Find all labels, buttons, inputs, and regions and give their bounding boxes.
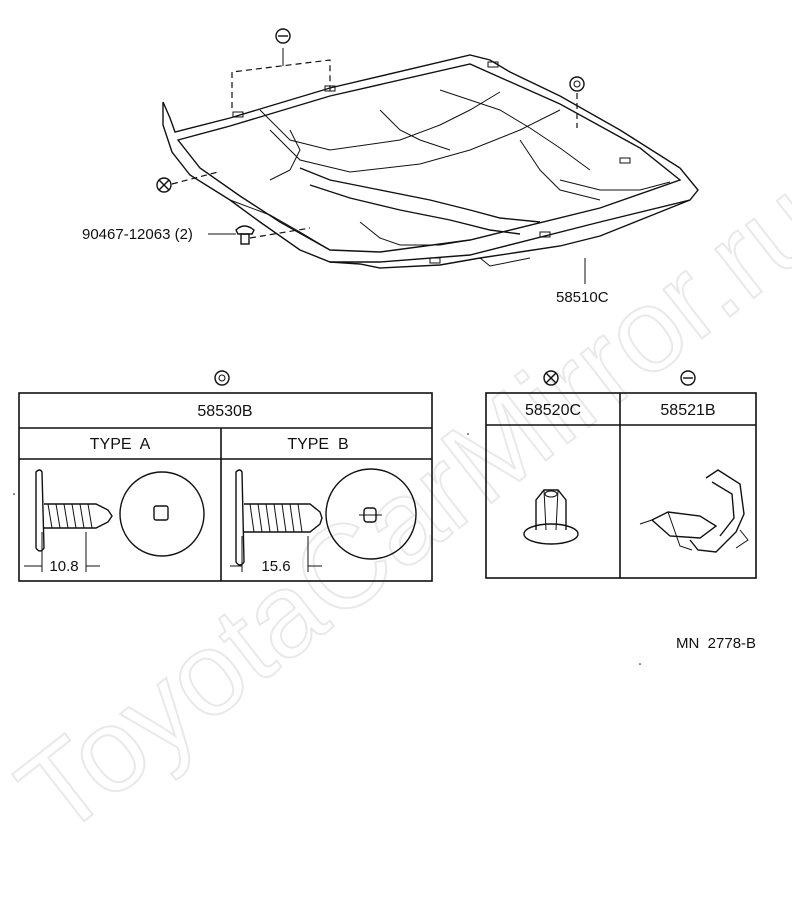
type-b-label: TYPE B — [287, 436, 348, 453]
floor-carpet-illustration — [162, 54, 699, 269]
carpet-part-number: 58510C — [556, 289, 609, 306]
circle-minus-icon — [680, 370, 696, 386]
type-a-dimension-value: 10.8 — [49, 558, 78, 575]
speck — [639, 663, 641, 665]
leader-bolt-dashed — [249, 227, 311, 239]
double-circle-icon — [214, 370, 230, 386]
clip-58530b-part-number: 58530B — [197, 403, 252, 420]
type-b-clip-head-view — [325, 468, 417, 560]
clip-right-panel — [485, 392, 757, 579]
leader-clips-minus — [231, 48, 331, 108]
clip-58521b-part-number: 58521B — [660, 402, 715, 419]
bolt-part-number: 90467-12063 (2) — [82, 226, 193, 243]
type-a-clip-side-view — [35, 469, 113, 552]
type-a-clip-head-view — [119, 471, 205, 557]
type-a-label: TYPE A — [90, 436, 151, 453]
clip-58530b-panel — [18, 392, 433, 582]
type-b-dimension: 15.6 — [230, 536, 322, 575]
type-b-clip-side-view — [235, 469, 323, 566]
circle-x-icon — [543, 370, 559, 386]
clip-58520c-part-number: 58520C — [525, 402, 581, 419]
type-b-dimension-value: 15.6 — [261, 558, 290, 575]
clip-58520c-drawing — [523, 489, 579, 545]
diagram-code: MN 2778-B — [676, 635, 756, 652]
double-circle-icon — [569, 76, 585, 92]
bolt-icon — [235, 225, 255, 245]
speck — [467, 433, 469, 435]
clip-58521b-drawing — [639, 469, 749, 553]
type-a-dimension: 10.8 — [24, 532, 100, 575]
circle-minus-icon — [275, 28, 291, 44]
circle-x-icon — [156, 177, 172, 193]
leader-circle-x — [171, 171, 219, 185]
speck — [13, 493, 15, 495]
